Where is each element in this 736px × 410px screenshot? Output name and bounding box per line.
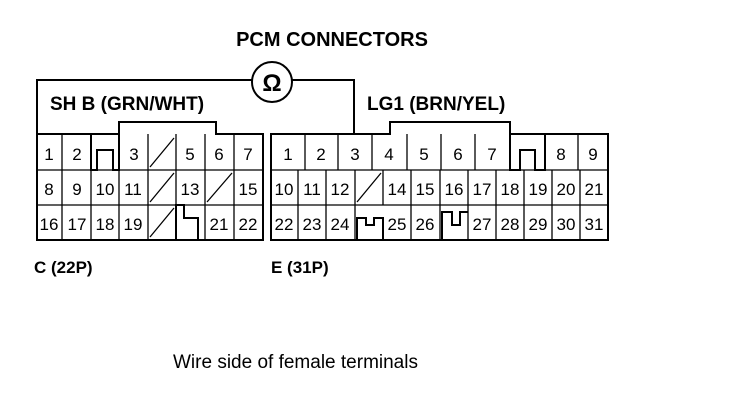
ohmmeter-icon xyxy=(251,61,293,103)
e-terminal-12: 12 xyxy=(331,180,350,199)
c-terminal-8: 8 xyxy=(44,180,53,199)
e-terminal-9: 9 xyxy=(588,145,597,164)
e-terminal-31: 31 xyxy=(585,215,604,234)
e-terminal-4: 4 xyxy=(384,145,393,164)
e-terminal-2: 2 xyxy=(316,145,325,164)
connector-e-keyway-bottom-right xyxy=(441,211,468,240)
e-terminal-6: 6 xyxy=(453,145,462,164)
e-terminal-30: 30 xyxy=(557,215,576,234)
e-terminal-25: 25 xyxy=(388,215,407,234)
c-terminal-5: 5 xyxy=(185,145,194,164)
connector-e-wire-label: LG1 (BRN/YEL) xyxy=(367,94,505,115)
connector-c-housing xyxy=(36,121,264,241)
e-terminal-19: 19 xyxy=(529,180,548,199)
c-terminal-2: 2 xyxy=(72,145,81,164)
c-terminal-18: 18 xyxy=(96,215,115,234)
connector-c-keyway-bottom xyxy=(175,204,199,240)
connector-e-name: E (31P) xyxy=(271,258,329,277)
e-terminal-28: 28 xyxy=(501,215,520,234)
connector-c-keyway-top xyxy=(90,134,120,171)
ohm-symbol: Ω xyxy=(262,70,281,97)
connector-e-keyway-bottom-left xyxy=(356,217,384,240)
connector-e-terminals: 1 2 3 4 5 6 7 8 9 10 11 12 14 15 16 17 1… xyxy=(275,145,604,234)
e-terminal-11: 11 xyxy=(303,180,321,199)
diagram-title: PCM CONNECTORS xyxy=(236,29,428,51)
e-terminal-10: 10 xyxy=(275,180,294,199)
e-terminal-8: 8 xyxy=(556,145,565,164)
e-terminal-1: 1 xyxy=(283,145,292,164)
c-terminal-15: 15 xyxy=(239,180,258,199)
e-terminal-5: 5 xyxy=(419,145,428,164)
e-terminal-17: 17 xyxy=(473,180,492,199)
connector-c-wire-label: SH B (GRN/WHT) xyxy=(50,94,204,115)
c-terminal-11: 11 xyxy=(124,180,142,199)
e-terminal-24: 24 xyxy=(331,215,350,234)
c-terminal-19: 19 xyxy=(124,215,143,234)
e-terminal-21: 21 xyxy=(585,180,604,199)
e-terminal-3: 3 xyxy=(350,145,359,164)
e-terminal-26: 26 xyxy=(416,215,435,234)
e-terminal-20: 20 xyxy=(557,180,576,199)
ohmmeter-probe: Ω xyxy=(36,61,355,134)
e-terminal-7: 7 xyxy=(487,145,496,164)
c-terminal-17: 17 xyxy=(68,215,87,234)
probe-lead-left xyxy=(36,79,252,134)
c-terminal-21: 21 xyxy=(210,215,229,234)
c-terminal-16: 16 xyxy=(40,215,59,234)
e-terminal-22: 22 xyxy=(275,215,294,234)
e-terminal-18: 18 xyxy=(501,180,520,199)
c-terminal-7: 7 xyxy=(243,145,252,164)
c-terminal-22: 22 xyxy=(239,215,258,234)
e-terminal-14: 14 xyxy=(388,180,407,199)
connector-c xyxy=(36,121,264,241)
connector-e xyxy=(270,121,609,241)
connector-c-name: C (22P) xyxy=(34,258,93,277)
e-terminal-16: 16 xyxy=(445,180,464,199)
e-terminal-15: 15 xyxy=(416,180,435,199)
c-terminal-9: 9 xyxy=(72,180,81,199)
c-terminal-10: 10 xyxy=(96,180,115,199)
connector-c-terminals: 1 2 3 5 6 7 8 9 10 11 13 15 16 17 18 19 … xyxy=(40,145,258,234)
e-terminal-23: 23 xyxy=(303,215,322,234)
connector-e-keyway-top xyxy=(509,134,546,171)
c-terminal-1: 1 xyxy=(44,145,53,164)
c-terminal-3: 3 xyxy=(129,145,138,164)
c-terminal-6: 6 xyxy=(214,145,223,164)
diagram-caption: Wire side of female terminals xyxy=(173,352,418,373)
probe-lead-right xyxy=(292,79,355,134)
e-terminal-29: 29 xyxy=(529,215,548,234)
e-terminal-27: 27 xyxy=(473,215,492,234)
c-terminal-13: 13 xyxy=(181,180,200,199)
